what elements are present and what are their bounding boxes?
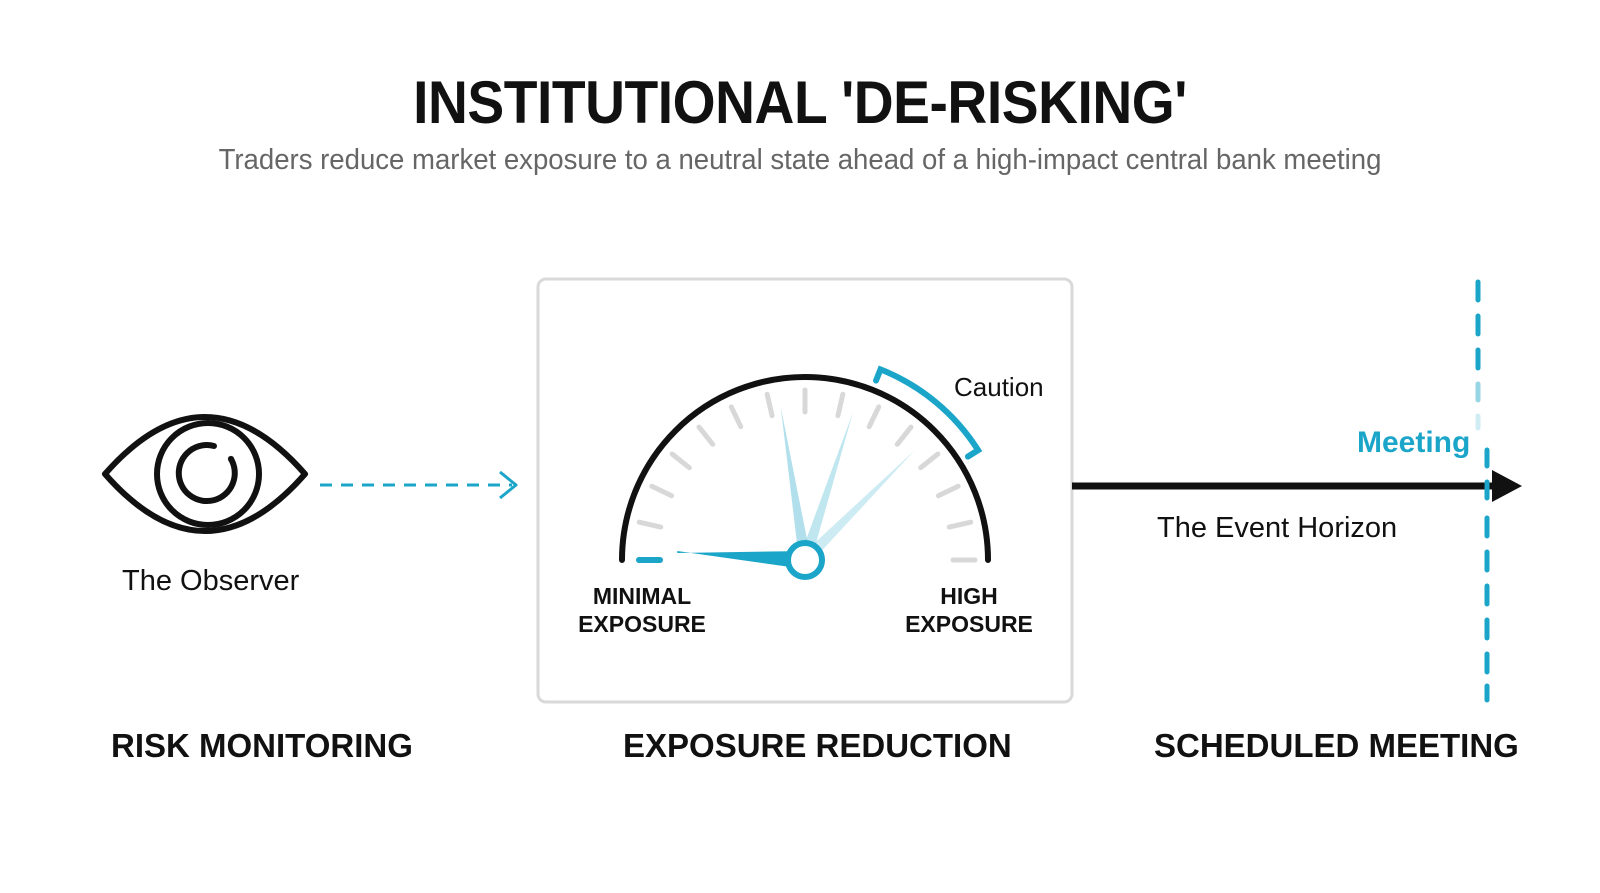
gauge-tick — [866, 404, 882, 430]
gauge-needle — [677, 550, 806, 569]
observer-label: The Observer — [122, 565, 300, 597]
caption-scheduled-meeting: SCHEDULED MEETING — [1154, 727, 1519, 764]
page-subtitle: Traders reduce market exposure to a neut… — [218, 144, 1382, 176]
caution-arc — [873, 365, 983, 460]
caution-label: Caution — [954, 372, 1044, 402]
meeting-line — [1475, 279, 1490, 703]
high-exposure-label: HIGH EXPOSURE — [869, 582, 1069, 638]
gauge-ghost-needle — [800, 450, 915, 565]
caption-exposure-reduction: EXPOSURE REDUCTION — [623, 727, 1012, 764]
gauge-ghost-needles — [780, 406, 915, 565]
gauge-ghost-needle — [780, 406, 811, 561]
gauge-tick — [764, 391, 775, 419]
gauge-tick — [894, 424, 914, 447]
page-title: INSTITUTIONAL 'DE-RISKING' — [413, 69, 1187, 136]
gauge-tick — [669, 451, 692, 471]
event-horizon-label: The Event Horizon — [1157, 512, 1398, 544]
gauge-tick — [649, 483, 675, 499]
minimal-exposure-line1: MINIMAL — [592, 583, 692, 609]
meeting-label: Meeting — [1357, 426, 1471, 459]
gauge-panel — [536, 277, 1074, 704]
gauge-tick — [728, 404, 744, 430]
gauge-tick — [835, 391, 846, 419]
gauge-ghost-needle — [799, 412, 853, 562]
observer-arrow — [320, 470, 518, 500]
eye-icon — [102, 414, 308, 534]
gauge-tick — [696, 424, 716, 447]
minimal-exposure-label: MINIMAL EXPOSURE — [542, 582, 742, 638]
event-horizon-arrow — [1072, 470, 1522, 502]
gauge-pivot — [785, 540, 825, 580]
gauge-tick — [918, 451, 941, 471]
gauge-tick — [935, 483, 961, 499]
high-exposure-line1: HIGH — [940, 583, 998, 609]
minimal-exposure-line2: EXPOSURE — [578, 611, 706, 637]
high-exposure-line2: EXPOSURE — [905, 611, 1033, 637]
gauge-ticks — [636, 387, 978, 563]
gauge-arc — [619, 374, 991, 563]
gauge-tick — [946, 519, 974, 530]
gauge-tick — [636, 519, 664, 530]
caption-risk-monitoring: RISK MONITORING — [111, 727, 413, 764]
